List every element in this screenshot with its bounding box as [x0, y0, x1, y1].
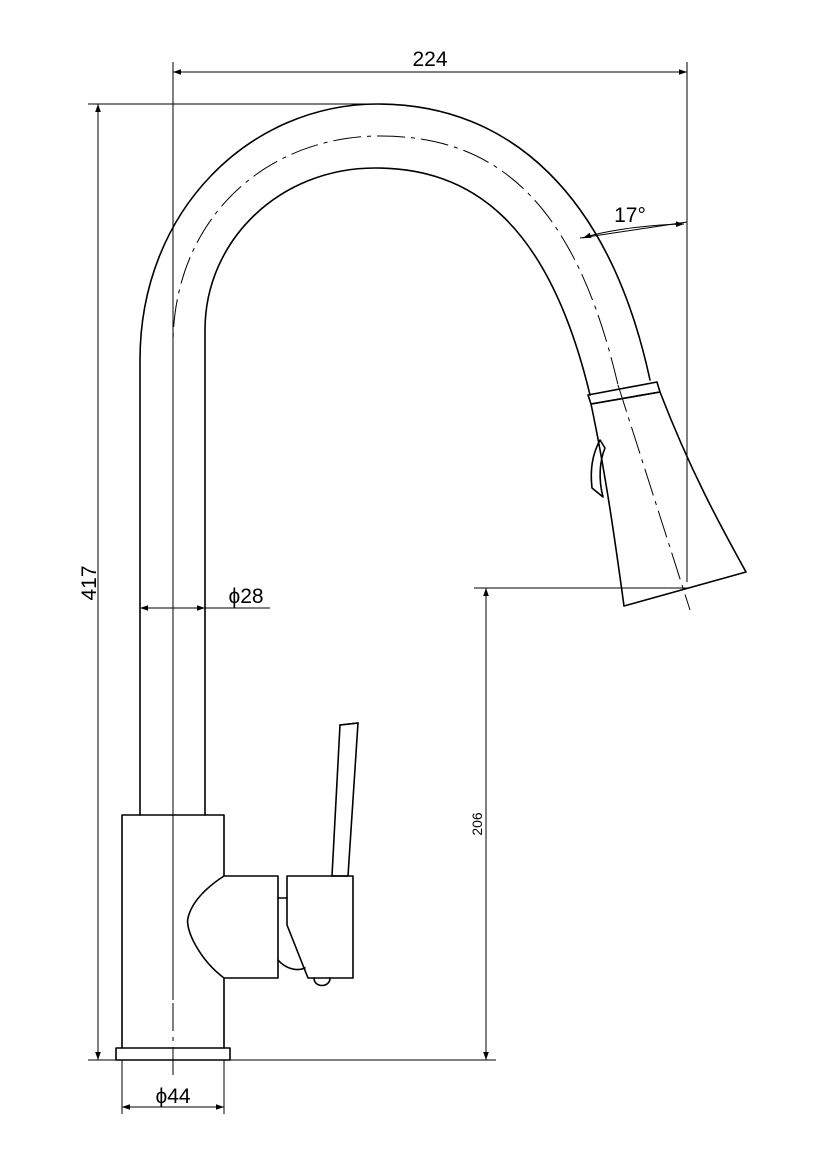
faucet-base: [121, 814, 225, 1049]
spray-head-button: [590, 439, 606, 498]
dimension-spout-height: 206: [230, 587, 690, 1061]
lever-knob: [313, 977, 331, 987]
spout-collar: [587, 381, 661, 405]
spout-centerline: [172, 135, 619, 1075]
spray-head: [590, 391, 747, 607]
spout-outer-curve: [139, 103, 651, 816]
spout-height-label: 206: [469, 812, 485, 836]
spray-angle-label: 17°: [614, 204, 646, 227]
lever-connector: [277, 897, 306, 971]
faucet-body: [115, 103, 747, 1075]
lever-handle: [331, 722, 359, 877]
spray-centerline: [617, 384, 691, 611]
dimension-spout-diameter: ϕ28: [140, 585, 270, 611]
base-ring: [115, 1047, 231, 1061]
base-diameter-label: ϕ44: [155, 1085, 190, 1108]
overall-height-label: 417: [78, 565, 101, 600]
dimension-overall-height: 417: [78, 103, 378, 1061]
dimension-overall-width: 224: [172, 48, 688, 1000]
spout-diameter-label: ϕ28: [228, 585, 263, 608]
dimension-base-diameter: ϕ44: [121, 1060, 225, 1114]
valve-housing: [186, 875, 279, 979]
lever-handle-top: [339, 722, 359, 726]
lever-block: [286, 875, 354, 979]
spout-inner-curve: [204, 167, 591, 816]
dimension-spray-angle: 17°: [579, 204, 688, 239]
overall-width-label: 224: [412, 48, 447, 71]
